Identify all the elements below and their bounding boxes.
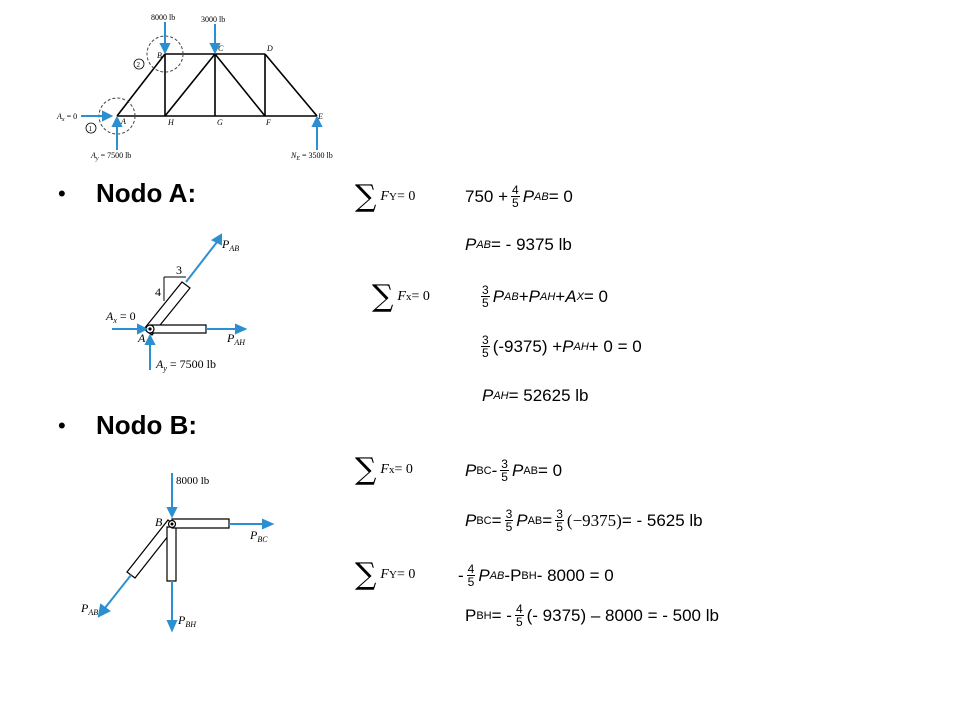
ne-label: NE = 3500 lb — [290, 151, 333, 162]
load-c-label: 3000 lb — [201, 15, 225, 24]
joint-b-arrows — [97, 473, 275, 633]
circle-one-text: 1 — [89, 125, 93, 133]
bullet-icon: • — [58, 412, 66, 438]
node-b-diagram-label: B — [155, 515, 163, 529]
joint-b-circle — [146, 35, 184, 73]
slope-run-label: 3 — [176, 263, 182, 277]
node-f-label: F — [265, 118, 271, 127]
pab-label: PAB — [221, 237, 239, 253]
node-b-label: B — [157, 51, 162, 60]
node-c-label: C — [218, 44, 224, 53]
joint-b-labels: 8000 lb B PBC PAB PBH — [80, 475, 268, 629]
nodo-b-heading: Nodo B: — [96, 410, 198, 440]
nodo-a-heading: Nodo A: — [96, 178, 197, 208]
ay-label: Ay = 7500 lb — [90, 151, 131, 162]
ax-label-a: Ax = 0 — [105, 309, 136, 325]
circle-two-marker — [133, 58, 145, 70]
node-h-label: H — [167, 118, 175, 127]
circle-two-text: 2 — [137, 61, 141, 69]
ay-label-a: Ay = 7500 lb — [155, 357, 216, 373]
pbh-label: PBH — [177, 613, 197, 629]
node-g-label: G — [217, 118, 223, 127]
joint-a-members — [143, 281, 207, 336]
joint-a-arrows — [112, 233, 248, 370]
node-a-diagram-label: A — [137, 331, 146, 345]
slope-rise-label: 4 — [155, 285, 161, 299]
node-d-label: D — [266, 44, 273, 53]
sigma-icon: ∑ — [355, 179, 377, 214]
slope-triangle — [163, 276, 186, 301]
pah-label: PAH — [226, 331, 246, 347]
truss-arrows — [81, 22, 323, 150]
load-b-label: 8000 lb — [151, 13, 175, 22]
joint-b-members — [126, 518, 230, 582]
joint-a-diagram: PAB PAH Ax = 0 Ay = 7500 lb A 3 4 — [105, 233, 248, 373]
truss-members — [116, 53, 318, 117]
joint-a-labels: PAB PAH Ax = 0 Ay = 7500 lb A 3 4 — [105, 237, 246, 373]
joint-b-diagram: 8000 lb B PBC PAB PBH — [80, 473, 275, 633]
sigma-icon: ∑ — [355, 452, 377, 487]
node-e-label: E — [317, 112, 323, 121]
pbc-label: PBC — [249, 528, 268, 544]
sigma-icon: ∑ — [355, 557, 377, 592]
pab-label-b: PAB — [80, 601, 98, 617]
node-a-label: A — [120, 117, 126, 126]
sigma-icon: ∑ — [372, 279, 394, 314]
nodo-a-heading-row: • Nodo A: — [58, 178, 196, 209]
nodo-b-heading-row: • Nodo B: — [58, 410, 197, 441]
bullet-icon: • — [58, 180, 66, 206]
truss-diagram: 8000 lb 3000 lb B C D E F G H A Ax = 0 A… — [56, 13, 333, 162]
ax-label: Ax = 0 — [56, 112, 77, 123]
circle-one-marker — [85, 122, 97, 134]
truss-labels: 8000 lb 3000 lb B C D E F G H A Ax = 0 A… — [56, 13, 333, 162]
load-8000-label: 8000 lb — [176, 475, 210, 487]
